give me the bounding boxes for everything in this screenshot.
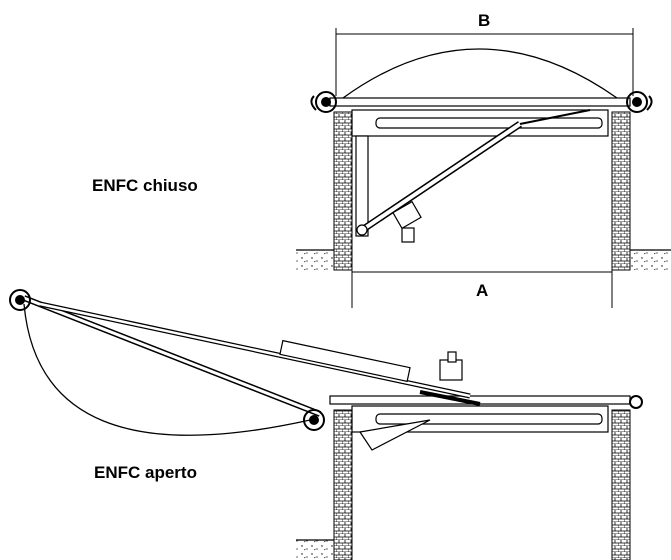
closed-right-seal bbox=[626, 91, 653, 113]
closed-ground bbox=[296, 249, 671, 270]
closed-left-wall bbox=[333, 111, 353, 271]
closed-dome bbox=[342, 48, 618, 99]
closed-label: ENFC chiuso bbox=[92, 176, 198, 195]
open-hinge-seal bbox=[303, 409, 325, 431]
open-sash bbox=[22, 295, 322, 417]
dim-b-label: B bbox=[478, 11, 490, 30]
open-left-seal bbox=[9, 289, 31, 311]
open-left-wall bbox=[333, 409, 353, 560]
open-label: ENFC aperto bbox=[94, 463, 197, 482]
open-right-wall bbox=[611, 409, 631, 560]
open-frame bbox=[329, 395, 631, 451]
dim-a-label: A bbox=[476, 281, 488, 300]
dimension-a bbox=[351, 266, 613, 308]
dimension-b bbox=[335, 28, 634, 96]
open-section: ENFC aperto bbox=[9, 289, 643, 560]
closed-left-seal bbox=[310, 91, 337, 113]
open-dome bbox=[23, 303, 311, 436]
closed-right-wall bbox=[611, 111, 631, 271]
closed-section: B bbox=[92, 11, 671, 308]
open-right-seal bbox=[629, 395, 643, 409]
closed-mechanism bbox=[355, 109, 591, 243]
closed-frame bbox=[329, 97, 631, 137]
open-actuator bbox=[39, 301, 481, 406]
